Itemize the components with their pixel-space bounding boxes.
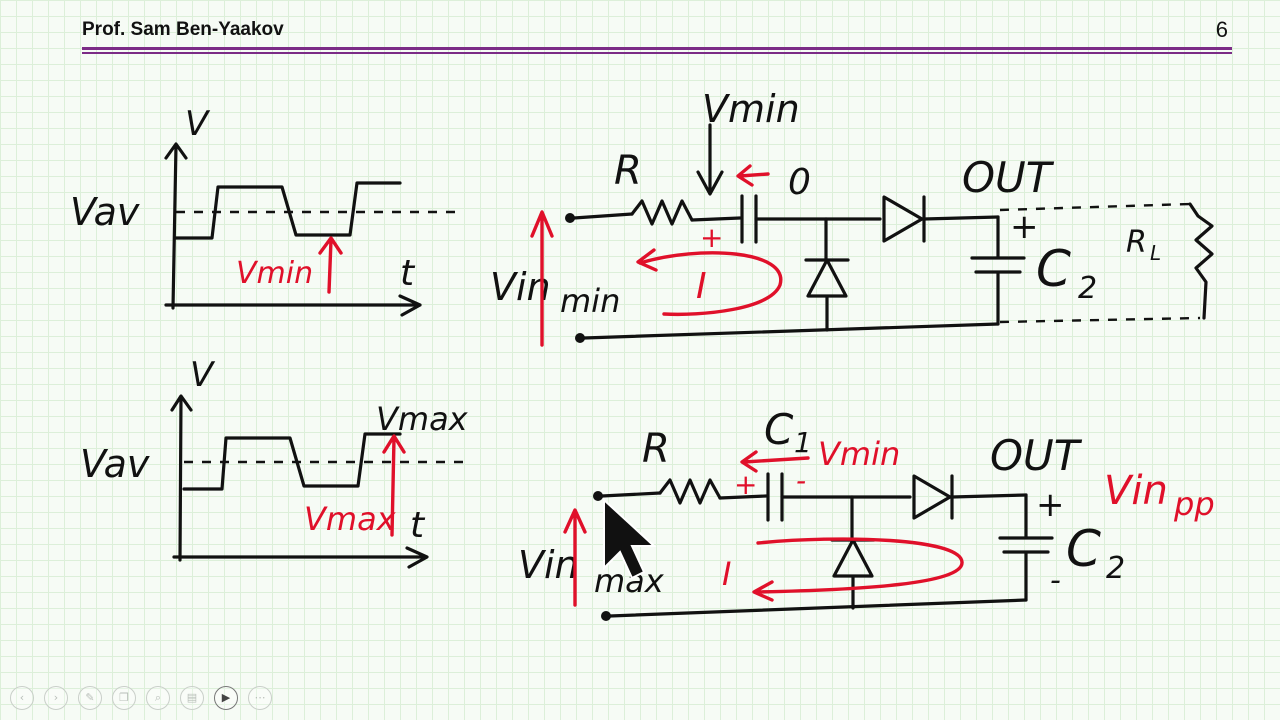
circuit-top-ground-wire <box>582 322 1000 340</box>
page-number: 6 <box>1215 17 1228 42</box>
circuit-top-load-resistor <box>1188 202 1214 320</box>
circuit-bottom-source-arrow <box>563 508 587 607</box>
circuit-bottom-current-loop <box>752 537 964 602</box>
circuit-top-vmin-label: Vmin <box>702 87 800 131</box>
circuit-bottom-c1-sub: 1 <box>794 426 812 459</box>
header-rule <box>82 47 1232 50</box>
circuit-bottom-ground-terminal <box>601 611 611 621</box>
circuit-bottom-c1-label: C <box>764 405 794 454</box>
circuit-top-resistor-label: R <box>614 148 642 194</box>
circuit-bottom-resistor <box>658 478 722 505</box>
circuit-top-vmin-arrow <box>696 123 724 196</box>
circuit-top: Vmin R 0 OUT + C 2 R L Vin min + I <box>490 87 1214 347</box>
next-icon[interactable]: › <box>44 686 68 710</box>
circuit-top-node-arrow <box>736 164 770 187</box>
copy-icon[interactable]: ❐ <box>112 686 136 710</box>
circuit-top-current-loop <box>636 248 783 317</box>
circuit-bottom-current-label: I <box>722 555 731 593</box>
header-rule-secondary <box>82 52 1232 54</box>
circuit-top-ground-terminal <box>575 333 585 343</box>
waveform-bottom-y-label: V <box>190 355 216 395</box>
waveform-top-y-axis <box>164 142 188 310</box>
circuit-bottom-series-diode <box>912 474 954 520</box>
circuit-top-output-capacitor <box>970 215 1026 326</box>
circuit-bottom-shunt-diode <box>830 495 876 610</box>
circuit-top-series-diode <box>882 195 926 243</box>
circuit-bottom-output-note: Vin <box>1104 468 1168 514</box>
waveform-top-average-label: Vav <box>70 190 140 234</box>
circuit-top-c2-label: C <box>1036 240 1071 298</box>
circuit-top-resistor <box>630 199 694 226</box>
waveform-bottom-average-label: Vav <box>80 442 150 486</box>
waveform-top: V t Vav Vmin <box>70 104 460 317</box>
circuit-top-series-capacitor <box>740 194 758 244</box>
circuit-bottom-wire-in <box>600 491 662 498</box>
circuit-bottom-series-minus: - <box>796 464 806 497</box>
circuit-top-wire-r-c <box>690 216 742 222</box>
circuit-top-source-suffix: min <box>560 282 620 320</box>
waveform-top-annotation: Vmin <box>236 256 313 291</box>
mouse-cursor-icon <box>603 497 657 580</box>
waveform-top-signal <box>174 181 402 240</box>
circuit-top-wire-out <box>922 215 1000 221</box>
circuit-top-rl-sub: L <box>1150 241 1161 265</box>
circuit-bottom-c2-label: C <box>1066 520 1101 578</box>
waveform-bottom: V t Vav Vmax Vmax <box>80 355 469 569</box>
circuit-bottom-wire-out <box>950 493 1028 499</box>
circuit-bottom-input-terminal <box>593 491 603 501</box>
waveform-bottom-annotation-high: Vmax <box>376 400 469 438</box>
circuit-top-shunt-diode <box>804 217 850 332</box>
circuit-bottom-ground-wire <box>608 598 1028 618</box>
waveform-bottom-y-axis <box>170 394 193 562</box>
waveform-top-arrow <box>318 236 343 294</box>
presentation-toolbar: ‹ › ✎ ❐ ⌕ ▤ ▶ ⋯ <box>10 686 272 710</box>
circuit-top-wire-in <box>572 212 634 220</box>
circuit-bottom-series-capacitor <box>766 472 784 522</box>
circuit-top-out-label: OUT <box>962 153 1055 202</box>
circuit-bottom-resistor-label: R <box>642 426 670 472</box>
menu-icon[interactable]: ▤ <box>180 686 204 710</box>
waveform-top-x-label: t <box>400 253 416 294</box>
circuit-top-load-wire-bottom <box>999 316 1201 324</box>
circuit-bottom-series-plus: + <box>734 468 757 501</box>
camera-icon[interactable]: ▶ <box>214 686 238 710</box>
waveform-bottom-arrow <box>382 434 406 537</box>
circuit-top-c2-sub: 2 <box>1078 271 1097 306</box>
circuit-bottom-node-arrow <box>740 450 810 473</box>
pen-icon[interactable]: ✎ <box>78 686 102 710</box>
waveform-top-y-label: V <box>185 104 211 144</box>
circuit-bottom-cap-plus: + <box>1036 485 1065 525</box>
circuit-bottom-c2-sub: 2 <box>1106 551 1125 586</box>
circuit-bottom-out-label: OUT <box>990 431 1083 480</box>
circuit-top-load-wire-top <box>999 202 1191 212</box>
waveform-top-x-axis <box>164 294 422 317</box>
circuit-top-polarity-plus: + <box>700 221 723 254</box>
circuit-top-source-arrow <box>530 210 554 347</box>
circuit-bottom-wire-r-c <box>718 494 768 500</box>
circuit-bottom-vmin-label: Vmin <box>818 435 900 473</box>
prev-icon[interactable]: ‹ <box>10 686 34 710</box>
more-icon[interactable]: ⋯ <box>248 686 272 710</box>
circuit-top-rl-label: R <box>1126 225 1147 260</box>
waveform-bottom-x-axis <box>172 546 429 569</box>
circuit-bottom: R C 1 OUT + - C 2 Vin max Vmin + - I Vin… <box>518 405 1215 621</box>
circuit-top-cap-plus: + <box>1010 207 1039 247</box>
circuit-bottom-output-capacitor <box>998 493 1054 602</box>
circuit-top-input-terminal <box>565 213 575 223</box>
zoom-icon[interactable]: ⌕ <box>146 686 170 710</box>
circuit-top-current-label: I <box>696 266 707 307</box>
circuit-bottom-output-note-sub: pp <box>1173 485 1215 523</box>
author-name: Prof. Sam Ben-Yaakov <box>82 19 284 40</box>
circuit-top-node-label: 0 <box>788 162 811 203</box>
circuit-bottom-cap-minus: - <box>1050 563 1061 598</box>
waveform-bottom-x-label: t <box>410 505 426 546</box>
circuit-bottom-source-label: Vin <box>518 543 579 587</box>
waveform-bottom-annotation-low: Vmax <box>304 500 397 538</box>
